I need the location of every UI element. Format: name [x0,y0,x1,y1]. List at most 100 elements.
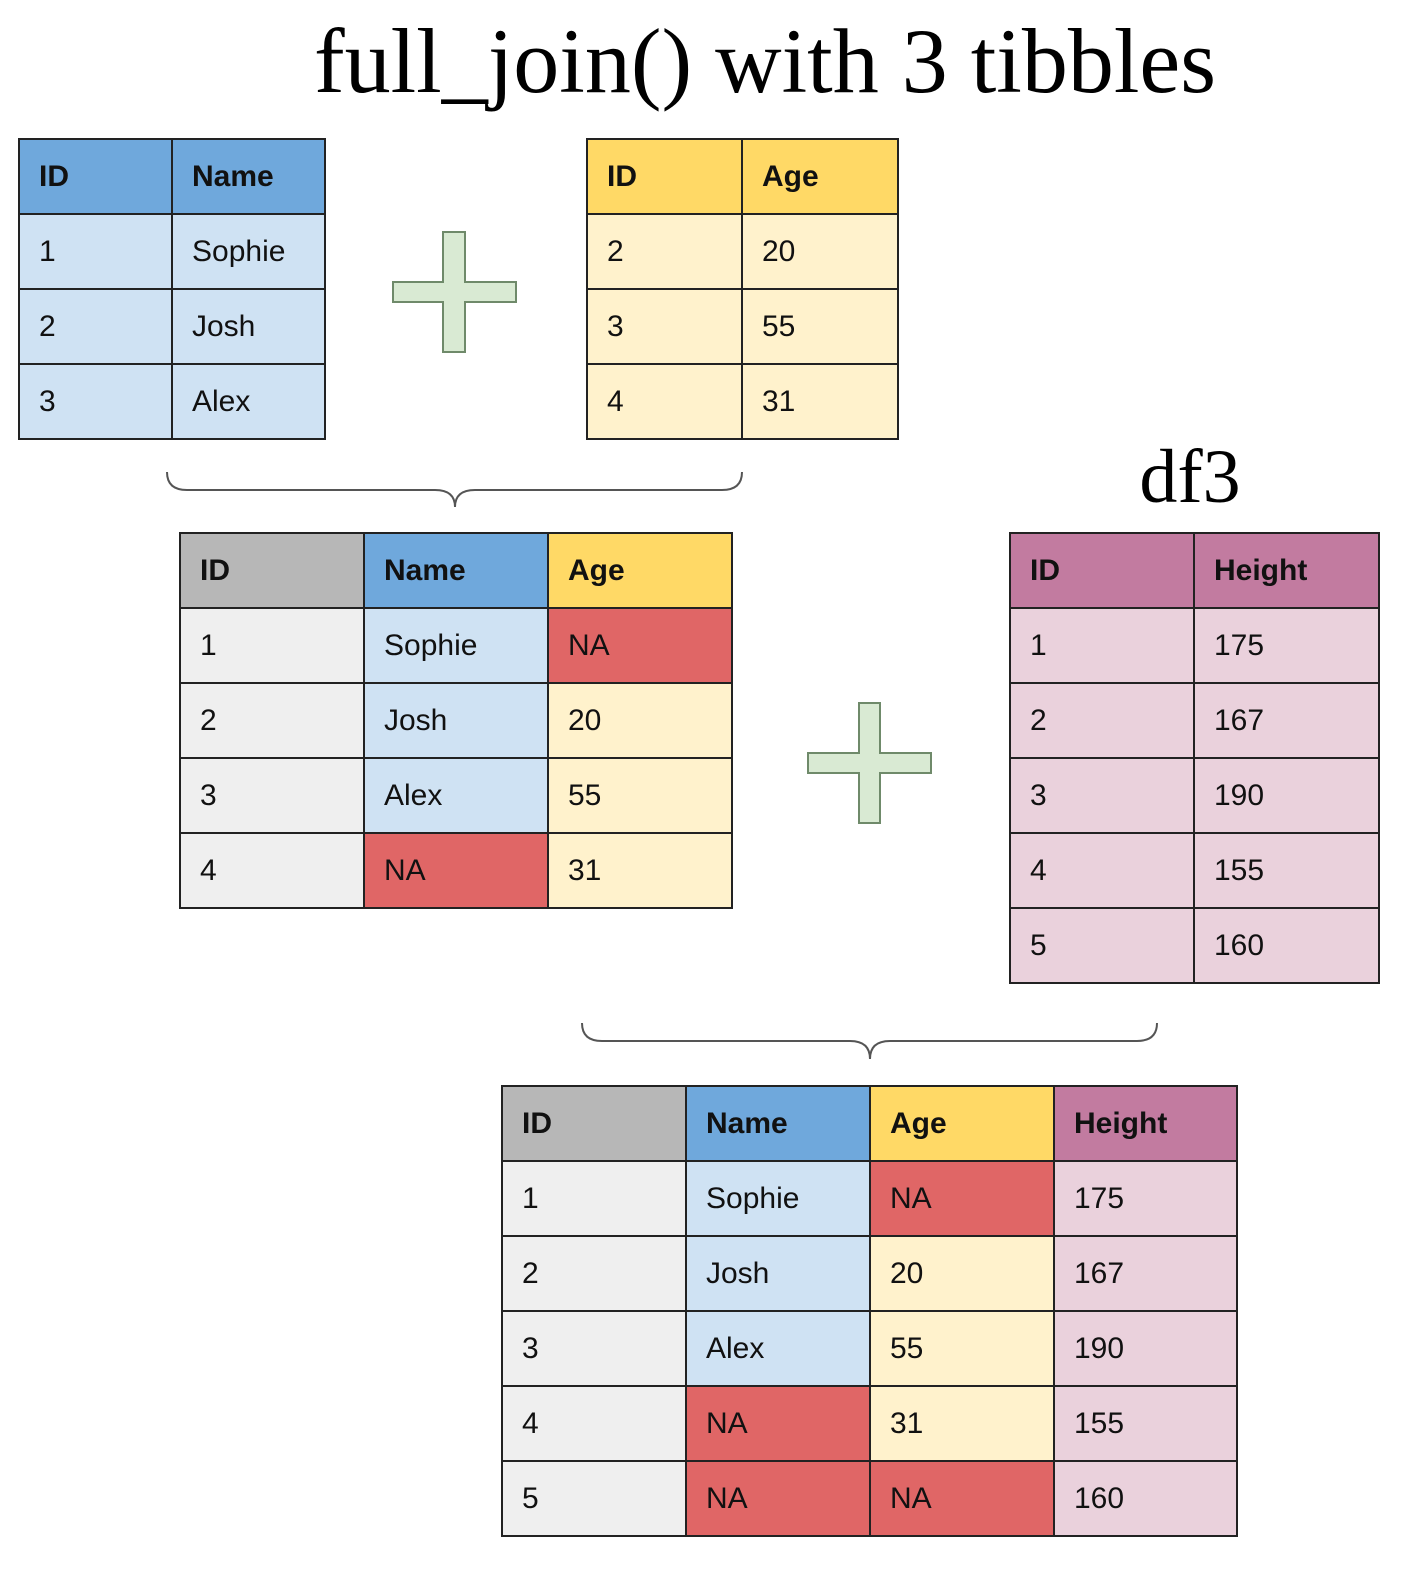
table-cell: Sophie [685,1160,871,1237]
column-header: Name [685,1085,871,1162]
table-cell: Sophie [171,213,326,290]
table-cell: 160 [1053,1460,1238,1537]
table-cell: 20 [869,1235,1055,1312]
table-cell: Sophie [363,607,549,684]
table-cell: Josh [685,1235,871,1312]
table-cell: 55 [547,757,733,834]
table-cell: 20 [547,682,733,759]
table-cell: 3 [179,757,365,834]
na-cell: NA [869,1160,1055,1237]
table-cell: 5 [1009,907,1195,984]
na-cell: NA [363,832,549,909]
table-cell: Alex [363,757,549,834]
table-cell: 31 [547,832,733,909]
table-cell: 1 [501,1160,687,1237]
table-cell: 2 [1009,682,1195,759]
table-cell: 2 [501,1235,687,1312]
table-cell: Alex [685,1310,871,1387]
table-cell: 4 [586,363,743,440]
table-cell: 5 [501,1460,687,1537]
column-header: Age [547,532,733,609]
column-header: ID [18,138,173,215]
brace-bottom [581,1022,1158,1060]
table-cell: Josh [363,682,549,759]
table-cell: 3 [18,363,173,440]
table-cell: 175 [1053,1160,1238,1237]
table-cell: 4 [179,832,365,909]
na-cell: NA [869,1460,1055,1537]
column-header: Height [1193,532,1380,609]
table-cell: 1 [1009,607,1195,684]
brace-top [166,471,743,508]
column-header: ID [179,532,365,609]
table-cell: 3 [586,288,743,365]
column-header: Height [1053,1085,1238,1162]
page-title: full_join() with 3 tibbles [313,10,1217,112]
table-cell: 190 [1193,757,1380,834]
plus-icon-top [392,231,517,353]
table-cell: 190 [1053,1310,1238,1387]
na-cell: NA [685,1385,871,1462]
column-header: ID [586,138,743,215]
table-cell: 3 [501,1310,687,1387]
table-cell: 20 [741,213,899,290]
table-cell: 4 [501,1385,687,1462]
table-cell: 155 [1053,1385,1238,1462]
table-cell: 2 [179,682,365,759]
column-header: Age [869,1085,1055,1162]
table-cell: 55 [741,288,899,365]
table-cell: 2 [18,288,173,365]
plus-icon-middle [807,702,932,824]
column-header: ID [501,1085,687,1162]
table-cell: 4 [1009,832,1195,909]
column-header: Age [741,138,899,215]
table-cell: Alex [171,363,326,440]
df3-label: df3 [1139,435,1241,519]
table-cell: 55 [869,1310,1055,1387]
table-cell: 167 [1053,1235,1238,1312]
table-cell: 3 [1009,757,1195,834]
table-cell: 167 [1193,682,1380,759]
table-cell: 31 [869,1385,1055,1462]
table-cell: 160 [1193,907,1380,984]
table-cell: 1 [18,213,173,290]
table-cell: 155 [1193,832,1380,909]
column-header: Name [171,138,326,215]
table-cell: Josh [171,288,326,365]
table-cell: 31 [741,363,899,440]
column-header: Name [363,532,549,609]
table-cell: 175 [1193,607,1380,684]
na-cell: NA [685,1460,871,1537]
column-header: ID [1009,532,1195,609]
